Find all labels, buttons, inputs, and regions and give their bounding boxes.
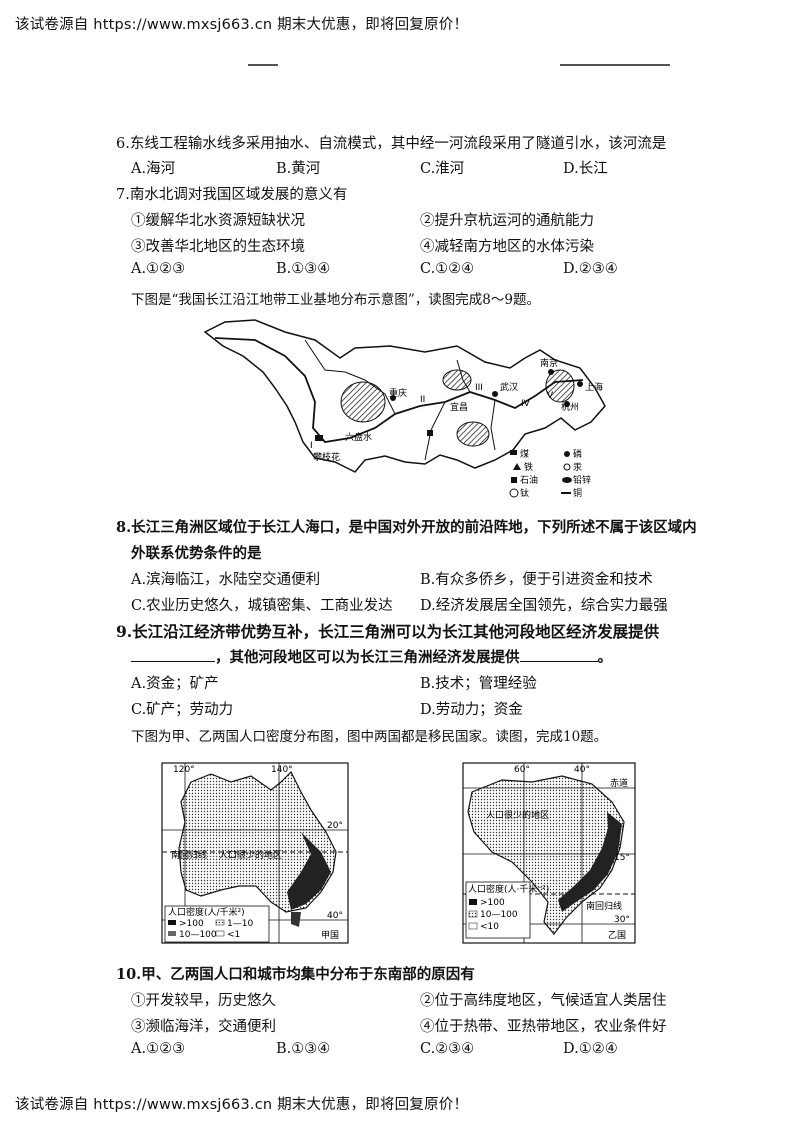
scan-artifact-line — [248, 64, 278, 66]
q8-option-b: B.有众多侨乡，便于引进资金和技术 — [420, 572, 653, 588]
city-liupanshui: 六盘水 — [345, 431, 372, 443]
q7-option-a: A.①②③ — [131, 261, 186, 277]
yi-lat-15: 15° — [614, 853, 630, 863]
jia-legend-title: 人口密度(人/千米²) — [168, 906, 245, 918]
answer-blank-1[interactable] — [131, 649, 215, 662]
zone-label-2: II — [420, 395, 425, 405]
bottom-banner: 该试卷源自 https://www.mxsj663.cn 期末大优惠，即将回复原… — [15, 1097, 469, 1113]
q7-item-3: ③改善华北地区的生态环境 — [131, 239, 305, 255]
city-chongqing: 重庆 — [389, 387, 407, 399]
legend-iron: 铁 — [524, 461, 533, 473]
zone-label-1: I — [310, 441, 313, 451]
city-panzhihua: 攀枝花 — [313, 451, 340, 463]
intro-10: 下图为甲、乙两国人口密度分布图，图中两国都是移民国家。读图，完成10题。 — [131, 729, 608, 745]
yi-legend: 人口密度(人·千米⁻²) >100 10—100 <10 — [465, 881, 549, 939]
q10-item-3: ③濒临海洋，交通便利 — [131, 1019, 276, 1035]
yi-equator-label: 赤道 — [610, 777, 628, 789]
yi-sparse-label: 人口很少的地区 — [486, 809, 549, 821]
yi-lat-30: 30° — [614, 915, 630, 925]
legend-titanium: 钛 — [520, 487, 529, 499]
yangtze-map-legend: 煤 磷 铁 汞 石油 铅锌 钛 铜 — [509, 448, 591, 499]
q6-option-b: B.黄河 — [276, 161, 321, 177]
map-yi-brazil: 60° 40° 赤道 人口很少的地区 南回归线 人口密度(人·千米⁻²) >10… — [462, 762, 636, 944]
q8-option-a: A.滨海临江，水陆空交通便利 — [131, 572, 321, 588]
intro-8-9: 下图是“我国长江沿江地带工业基地分布示意图”，读图完成8～9题。 — [131, 292, 540, 308]
jia-lat-40: 40° — [327, 911, 343, 921]
question-9-stem-line2: ，其他河段地区可以为长江三角洲经济发展提供 。 — [131, 646, 612, 667]
jia-legend-1: >100 — [179, 919, 204, 929]
question-9-stem-line1: 9.长江沿江经济带优势互补，长江三角洲可以为长江其他河段地区经济发展提供 — [116, 622, 660, 641]
zone-label-5: V — [547, 391, 554, 401]
top-banner: 该试卷源自 https://www.mxsj663.cn 期末大优惠，即将回复原… — [15, 17, 469, 33]
zone-label-4: IV — [521, 399, 531, 409]
jia-legend-2: 1—10 — [227, 919, 253, 929]
q7-option-b: B.①③④ — [276, 261, 331, 277]
q7-item-4: ④减轻南方地区的水体污染 — [420, 239, 594, 255]
question-8-stem-line2: 外联系优势条件的是 — [131, 545, 262, 562]
legend-copper: 铜 — [573, 487, 582, 499]
legend-phosphorus: 磷 — [573, 448, 582, 460]
question-7-stem: 7.南水北调对我国区域发展的意义有 — [116, 187, 348, 203]
city-hangzhou: 杭州 — [561, 401, 579, 413]
q9-option-d: D.劳动力；资金 — [420, 702, 523, 718]
q7-item-2: ②提升京杭运河的通航能力 — [420, 213, 594, 229]
q8-option-c: C.农业历史悠久，城镇密集、工商业发达 — [131, 598, 393, 614]
q10-option-a: A.①②③ — [131, 1041, 186, 1057]
city-yichang: 宜昌 — [450, 401, 468, 413]
q9-option-b: B.技术；管理经验 — [420, 676, 537, 692]
q6-option-d: D.长江 — [563, 161, 608, 177]
yi-lon-40: 40° — [574, 765, 590, 775]
q10-option-c: C.②③④ — [420, 1041, 475, 1057]
yi-legend-title: 人口密度(人·千米⁻²) — [468, 883, 549, 895]
question-9-end: 。 — [597, 649, 613, 666]
q8-option-d: D.经济发展居全国领先，综合实力最强 — [420, 598, 668, 614]
jia-country-name: 甲国 — [321, 930, 339, 941]
yi-legend-3: <10 — [480, 922, 499, 932]
legend-oil: 石油 — [520, 474, 538, 486]
yi-country-name: 乙国 — [608, 930, 626, 941]
yangtze-industrial-map: 重庆 宜昌 武汉 南京 上海 杭州 六盘水 攀枝花 I II III IV V … — [203, 319, 606, 499]
q6-option-c: C.淮河 — [420, 161, 465, 177]
answer-blank-2[interactable] — [519, 649, 598, 662]
legend-lead-zinc: 铅锌 — [573, 474, 591, 486]
q10-option-d: D.①②④ — [563, 1041, 618, 1057]
legend-mercury: 汞 — [573, 462, 582, 473]
yangtze-river — [214, 337, 584, 443]
jia-legend: 人口密度(人/千米²) >100 1—10 10—100 <1 — [164, 905, 270, 943]
map-jia-australia: 120° 140° 20° 40° 南回归线 人口很少的地区 人口密度(人/千米… — [161, 762, 349, 944]
yi-legend-1: >100 — [480, 898, 505, 908]
yi-tropic-label: 南回归线 — [586, 900, 622, 912]
jia-legend-4: <1 — [227, 930, 240, 940]
question-8-stem-line1: 8.长江三角洲区域位于长江人海口，是中国对外开放的前沿阵地，下列所述不属于该区域… — [116, 519, 697, 536]
question-6-stem: 6.东线工程输水线多采用抽水、自流模式，其中经一河流段采用了隧道引水，该河流是 — [116, 136, 667, 152]
scan-artifact-line — [560, 64, 670, 66]
city-shanghai: 上海 — [585, 381, 603, 393]
city-nanjing: 南京 — [540, 357, 558, 369]
q7-option-c: C.①②④ — [420, 261, 475, 277]
q7-item-1: ①缓解华北水资源短缺状况 — [131, 213, 305, 229]
jia-sparse-label: 人口很少的地区 — [219, 849, 282, 861]
question-9-middle: ，其他河段地区可以为长江三角洲经济发展提供 — [215, 649, 520, 666]
city-wuhan: 武汉 — [500, 381, 518, 393]
jia-lon-120: 120° — [173, 765, 195, 775]
q10-item-4: ④位于热带、亚热带地区，农业条件好 — [420, 1019, 667, 1035]
yi-legend-2: 10—100 — [480, 910, 518, 920]
q7-option-d: D.②③④ — [563, 261, 618, 277]
basin-outline — [203, 319, 606, 473]
q9-option-a: A.资金；矿产 — [131, 676, 219, 692]
q10-item-1: ①开发较早，历史悠久 — [131, 993, 276, 1009]
question-10-stem: 10.甲、乙两国人口和城市均集中分布于东南部的原因有 — [116, 966, 475, 983]
jia-legend-3: 10—100 — [179, 930, 217, 940]
q6-option-a: A.海河 — [131, 161, 176, 177]
zone-label-3: III — [475, 383, 483, 393]
jia-lat-20: 20° — [327, 821, 343, 831]
legend-coal: 煤 — [520, 448, 529, 460]
jia-lon-140: 140° — [271, 765, 293, 775]
q10-option-b: B.①③④ — [276, 1041, 331, 1057]
yi-lon-60: 60° — [514, 765, 530, 775]
q10-item-2: ②位于高纬度地区，气候适宜人类居住 — [420, 993, 667, 1009]
q9-option-c: C.矿产；劳动力 — [131, 702, 234, 718]
jia-tropic-label: 南回归线 — [171, 849, 207, 861]
